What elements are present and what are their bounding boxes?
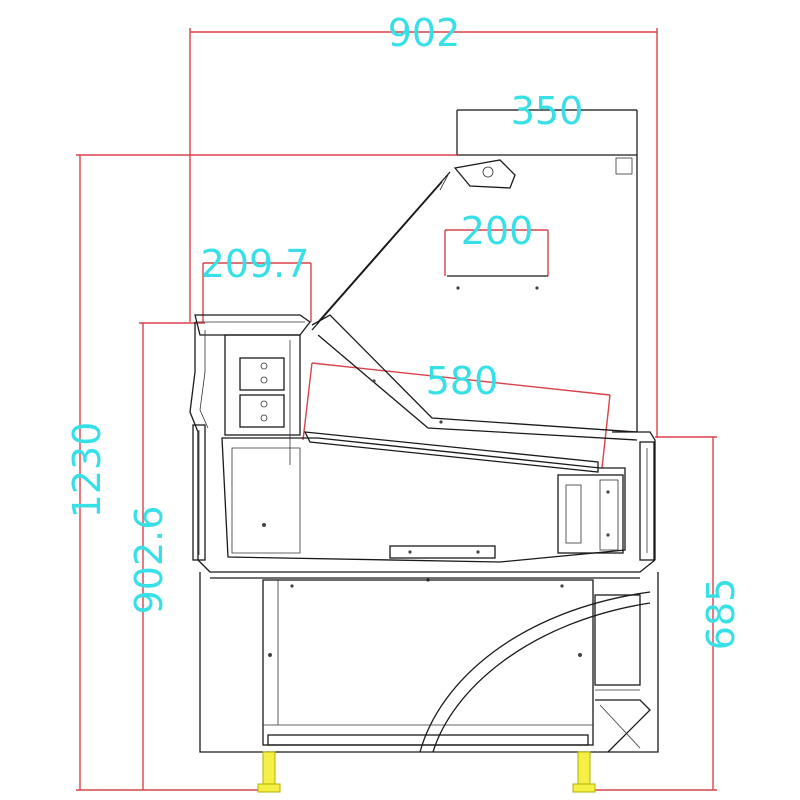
inner-glass-deflector bbox=[311, 314, 638, 433]
lower-compartment bbox=[262, 579, 594, 746]
evaporator-fins bbox=[565, 484, 582, 544]
rear-skirt bbox=[595, 699, 651, 753]
rear-foot-pad bbox=[572, 783, 596, 793]
hood-bracket bbox=[615, 157, 633, 175]
label-shelf-width: 200 bbox=[461, 209, 534, 253]
well-left-panel bbox=[231, 447, 301, 554]
base-deck bbox=[197, 559, 656, 573]
label-total-height: 1230 bbox=[65, 422, 109, 519]
lower-cabinet bbox=[199, 572, 659, 753]
deck-screw-3 bbox=[560, 584, 564, 588]
dim-580-line bbox=[311, 362, 611, 396]
knob-3 bbox=[260, 400, 268, 408]
evap-screw-2 bbox=[606, 533, 610, 537]
deflector-screw bbox=[372, 379, 376, 383]
label-counter-depth: 209.7 bbox=[201, 242, 310, 286]
compressor-block bbox=[594, 594, 641, 686]
knob-1 bbox=[260, 362, 268, 370]
control-box bbox=[224, 334, 301, 436]
side-screw-right bbox=[578, 653, 582, 657]
rear-hood bbox=[457, 154, 638, 432]
front-foot-pad bbox=[257, 783, 281, 793]
rear-foot-stem bbox=[577, 751, 591, 789]
label-top-depth: 350 bbox=[511, 89, 584, 133]
drain-screw-1 bbox=[408, 550, 412, 554]
counter-top bbox=[194, 314, 311, 336]
side-screw-left bbox=[268, 653, 272, 657]
shelf-screw-right bbox=[535, 286, 539, 290]
left-front-wall-inner bbox=[199, 330, 209, 429]
label-inner-depth: 580 bbox=[426, 359, 499, 403]
display-tray bbox=[303, 431, 599, 473]
control-panel-lower bbox=[239, 394, 285, 428]
dim-580-ext-right bbox=[601, 394, 611, 469]
display-well bbox=[221, 437, 626, 563]
label-front-height: 685 bbox=[699, 578, 743, 651]
drain-screw-2 bbox=[476, 550, 480, 554]
deflector-screw-2 bbox=[439, 420, 443, 424]
rear-skirt-line bbox=[599, 704, 641, 749]
label-overall-width: 902 bbox=[388, 11, 461, 55]
base-plinth bbox=[267, 734, 589, 746]
knob-4 bbox=[260, 414, 268, 422]
well-screw bbox=[262, 523, 266, 527]
deck-screw-1 bbox=[290, 584, 294, 588]
rear-door-frame bbox=[639, 441, 655, 561]
left-front-wall bbox=[189, 322, 199, 560]
dimension-labels: 902 350 200 209.7 580 1230 902.6 685 bbox=[65, 11, 743, 650]
evaporator-box bbox=[557, 474, 624, 554]
curved-door-inner bbox=[432, 602, 651, 753]
knob-2 bbox=[260, 376, 268, 384]
front-foot-stem bbox=[262, 751, 276, 789]
shelf-screw-left bbox=[456, 286, 460, 290]
dim-580-ext-left bbox=[302, 362, 313, 441]
curved-door-outer bbox=[419, 591, 651, 753]
hinge-pin bbox=[482, 166, 494, 178]
evap-screw-1 bbox=[606, 490, 610, 494]
label-counter-height: 902.6 bbox=[127, 506, 171, 615]
left-door-frame bbox=[192, 424, 206, 561]
cabinet-outline bbox=[189, 154, 659, 753]
drain-pan bbox=[389, 545, 496, 559]
glass-clip bbox=[439, 174, 449, 191]
hood-hinge bbox=[453, 159, 516, 189]
dimension-lines bbox=[76, 28, 717, 791]
rear-wall-top bbox=[612, 431, 656, 560]
control-panel-upper bbox=[239, 357, 285, 391]
front-glass-inner bbox=[311, 181, 443, 331]
feet bbox=[257, 751, 596, 793]
inner-glass-deflector-2 bbox=[317, 334, 638, 441]
evaporator-side bbox=[599, 479, 619, 551]
